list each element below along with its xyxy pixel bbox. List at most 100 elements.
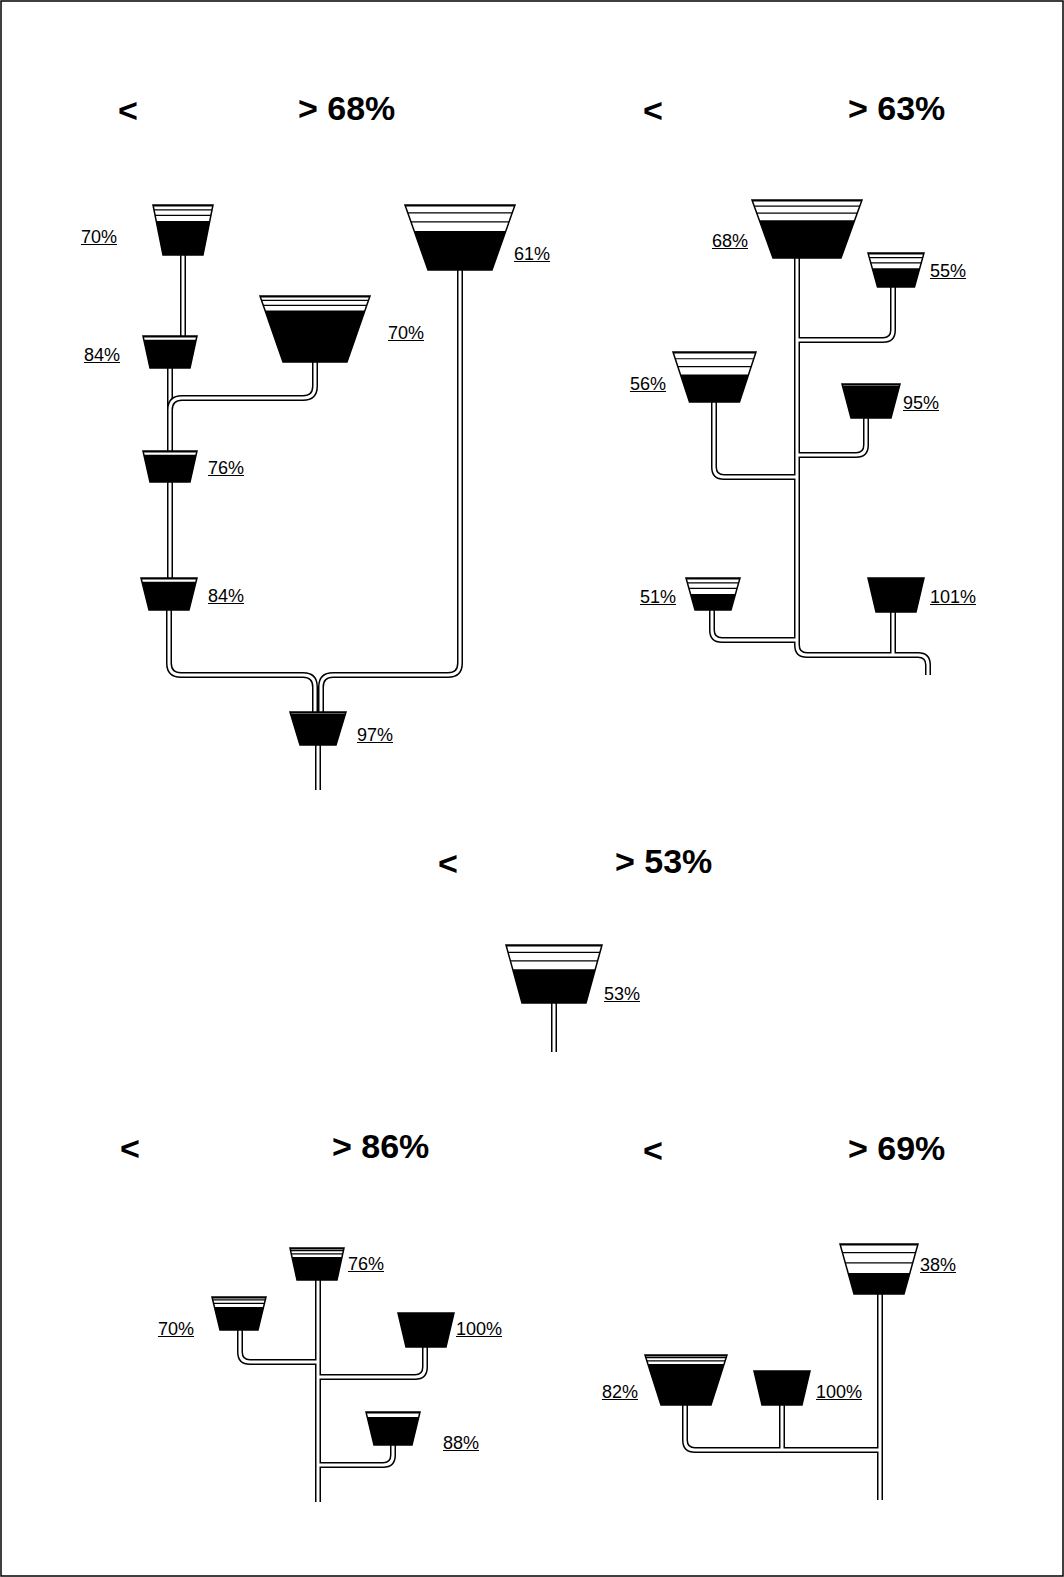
rim-line [260, 296, 370, 298]
funnel-fill [292, 1257, 342, 1280]
rim-line [398, 1313, 454, 1315]
funnel-outline [752, 200, 862, 258]
funnel-outline [686, 578, 740, 610]
funnel-outline [260, 296, 370, 362]
funnel-fill [367, 1417, 419, 1445]
funnel-tank: 84% [143, 336, 197, 368]
level-line [871, 262, 921, 263]
funnel-outline [645, 1355, 727, 1405]
funnel-outline [842, 384, 900, 418]
funnel-fill [868, 578, 924, 612]
level-line [213, 1299, 266, 1300]
level-line [677, 366, 750, 367]
funnel-tank: 88% [366, 1412, 420, 1445]
funnel-outline [673, 352, 756, 402]
funnel-shape [752, 200, 862, 258]
rim-line [842, 384, 900, 386]
rim-line [153, 205, 213, 207]
percent-label: 53% [604, 983, 640, 1005]
percent-label: 101% [930, 586, 976, 608]
percent-label: 55% [930, 260, 966, 282]
level-line [154, 209, 212, 210]
rim-line [686, 578, 740, 580]
level-header: < [118, 90, 138, 130]
level-line [411, 221, 509, 222]
funnel-fill [414, 231, 506, 270]
pipe-inner [182, 255, 185, 336]
funnel-shape [141, 578, 197, 610]
funnel-fill [648, 1364, 724, 1405]
level-line [291, 1250, 344, 1251]
funnel-fill [754, 1371, 810, 1405]
percent-label: 70% [388, 322, 424, 344]
funnel-fill [842, 386, 899, 418]
funnel-tank: 95% [842, 384, 900, 418]
funnel-tank: 84% [141, 578, 197, 610]
percent-label: 88% [443, 1432, 479, 1454]
level-line [262, 300, 369, 301]
rim-line [752, 200, 862, 202]
pipe-inner [170, 362, 315, 451]
rim-line [405, 205, 515, 207]
rim-line [840, 1244, 918, 1246]
funnel-shape [290, 712, 346, 745]
funnel-shape [645, 1355, 727, 1405]
pipe-outline [169, 610, 315, 712]
rim-line [290, 1248, 344, 1250]
funnel-fill [691, 594, 736, 610]
rim-line [366, 1412, 420, 1414]
funnel-tank: 61% [405, 205, 515, 270]
level-line [845, 1262, 912, 1263]
funnel-tank: 82% [645, 1355, 727, 1405]
level-line [689, 588, 737, 589]
funnel-outline [754, 1371, 810, 1405]
level-line [647, 1360, 725, 1361]
level-line [757, 213, 857, 214]
level-header: > 63% [848, 88, 945, 128]
funnel-tank: 100% [398, 1313, 454, 1347]
rim-line [645, 1355, 727, 1357]
funnel-fill [142, 582, 196, 610]
rim-line [673, 352, 756, 354]
funnel-shape [366, 1412, 420, 1445]
level-line [291, 1253, 342, 1254]
funnel-tank: 53% [506, 945, 602, 1003]
funnel-shape [260, 296, 370, 362]
pipe-outline [240, 250, 928, 1502]
funnel-shape [143, 336, 197, 368]
funnel-shape [754, 1371, 810, 1405]
funnel-shape [143, 451, 197, 482]
level-line [408, 212, 512, 213]
funnel-shape [290, 1248, 344, 1280]
funnel-shape [686, 578, 740, 610]
funnel-fill [156, 221, 210, 255]
level-line [842, 1252, 915, 1253]
funnel-shape [868, 578, 924, 612]
level-header: < [438, 843, 458, 883]
pipe-outline [180, 255, 186, 336]
percent-label: 38% [920, 1254, 956, 1276]
level-header: > 86% [332, 1126, 429, 1166]
funnel-tank: 68% [752, 200, 862, 258]
percent-label: 61% [514, 243, 550, 265]
rim-line [868, 253, 924, 255]
funnel-outline [868, 578, 924, 612]
percent-label: 68% [712, 230, 748, 252]
percent-label: 56% [630, 373, 666, 395]
pipe-outline [170, 362, 315, 451]
funnel-outline [366, 1412, 420, 1445]
level-line [508, 952, 600, 953]
funnel-outline [506, 945, 602, 1003]
funnel-tank: 100% [754, 1371, 810, 1405]
rim-line [290, 712, 346, 714]
funnel-fill [759, 220, 854, 258]
level-line [675, 358, 754, 359]
funnel-shape [398, 1313, 454, 1347]
level-header: > 68% [298, 88, 395, 128]
funnel-fill [214, 1307, 263, 1330]
funnel-shape [842, 384, 900, 418]
level-line [214, 1303, 265, 1304]
funnel-outline [143, 336, 197, 368]
rim-line [506, 945, 602, 947]
